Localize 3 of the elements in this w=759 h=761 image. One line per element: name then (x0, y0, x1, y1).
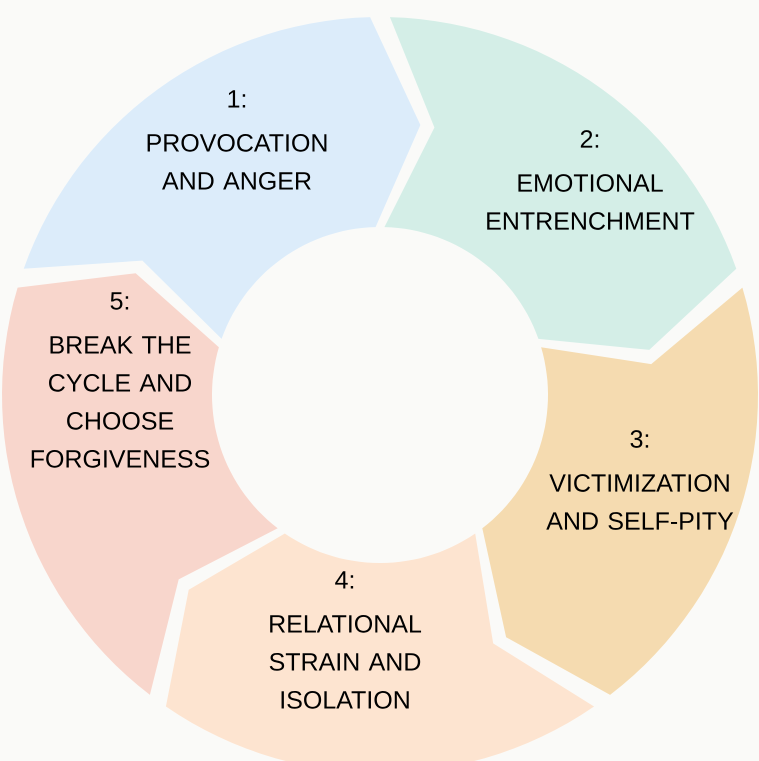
chevron-segment: 4: RELATIONAL STRAIN AND ISOLATION (166, 534, 594, 761)
chevron-segment: 3: VICTIMIZATION AND SELF-PITY (482, 288, 758, 695)
chevron-segment: 2: EMOTIONAL ENTRENCHMENT (384, 17, 736, 350)
